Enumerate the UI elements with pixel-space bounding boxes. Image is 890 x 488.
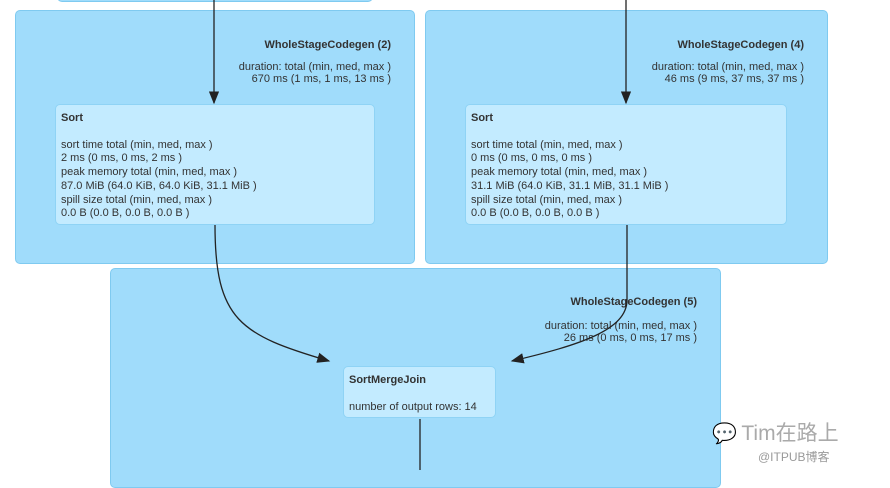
- metric-line: 87.0 MiB (64.0 KiB, 64.0 KiB, 31.1 MiB ): [61, 179, 257, 192]
- duration-label: duration: total (min, med, max ): [651, 61, 804, 73]
- edge-sort-left-to-join: [214, 224, 331, 363]
- metric-line: number of output rows: 14: [349, 400, 477, 413]
- metric-line: peak memory total (min, med, max ): [471, 166, 648, 179]
- metric-line: spill size total (min, med, max ): [61, 193, 212, 206]
- node-sortmergejoin[interactable]: SortMergeJoin number of output rows: 14: [343, 366, 496, 418]
- wechat-icon: 💬: [712, 423, 737, 445]
- cluster-duration: duration: total (min, med, max )46 ms (9…: [652, 61, 804, 85]
- metric-line: 0 ms (0 ms, 0 ms, 0 ms ): [471, 152, 593, 165]
- metric-line: sort time total (min, med, max ): [61, 138, 213, 151]
- metric-line: sort time total (min, med, max ): [471, 138, 623, 151]
- duration-label: duration: total (min, med, max ): [544, 320, 697, 332]
- node-title: SortMergeJoin: [349, 374, 427, 386]
- duration-value: 670 ms (1 ms, 1 ms, 13 ms ): [251, 73, 391, 85]
- node-title: Sort: [471, 112, 493, 124]
- cluster-title: WholeStageCodegen (4): [677, 39, 804, 51]
- metric-line: peak memory total (min, med, max ): [61, 166, 238, 179]
- duration-value: 46 ms (9 ms, 37 ms, 37 ms ): [664, 73, 804, 85]
- watermark: 💬 Tim在路上: [712, 417, 839, 447]
- edges: [208, 0, 632, 470]
- node-title: Sort: [61, 112, 83, 124]
- metric-line: 0.0 B (0.0 B, 0.0 B, 0.0 B ): [61, 207, 190, 220]
- cluster-title: WholeStageCodegen (5): [570, 296, 697, 308]
- metric-line: 0.0 B (0.0 B, 0.0 B, 0.0 B ): [471, 207, 600, 220]
- cluster-title: WholeStageCodegen (2): [264, 39, 391, 51]
- metric-line: 31.1 MiB (64.0 KiB, 31.1 MiB, 31.1 MiB ): [471, 179, 669, 192]
- node-sort-right[interactable]: Sort sort time total (min, med, max ) 0 …: [465, 104, 787, 225]
- cluster-duration: duration: total (min, med, max )670 ms (…: [239, 61, 391, 85]
- edge-sort-right-to-join: [510, 225, 628, 364]
- node-sort-left[interactable]: Sort sort time total (min, med, max ) 2 …: [55, 104, 375, 225]
- watermark-name: Tim在路上: [741, 422, 839, 445]
- watermark-source: @ITPUB博客: [758, 450, 830, 464]
- metric-line: spill size total (min, med, max ): [471, 193, 622, 206]
- duration-label: duration: total (min, med, max ): [238, 61, 391, 73]
- metric-line: 2 ms (0 ms, 0 ms, 2 ms ): [61, 152, 183, 165]
